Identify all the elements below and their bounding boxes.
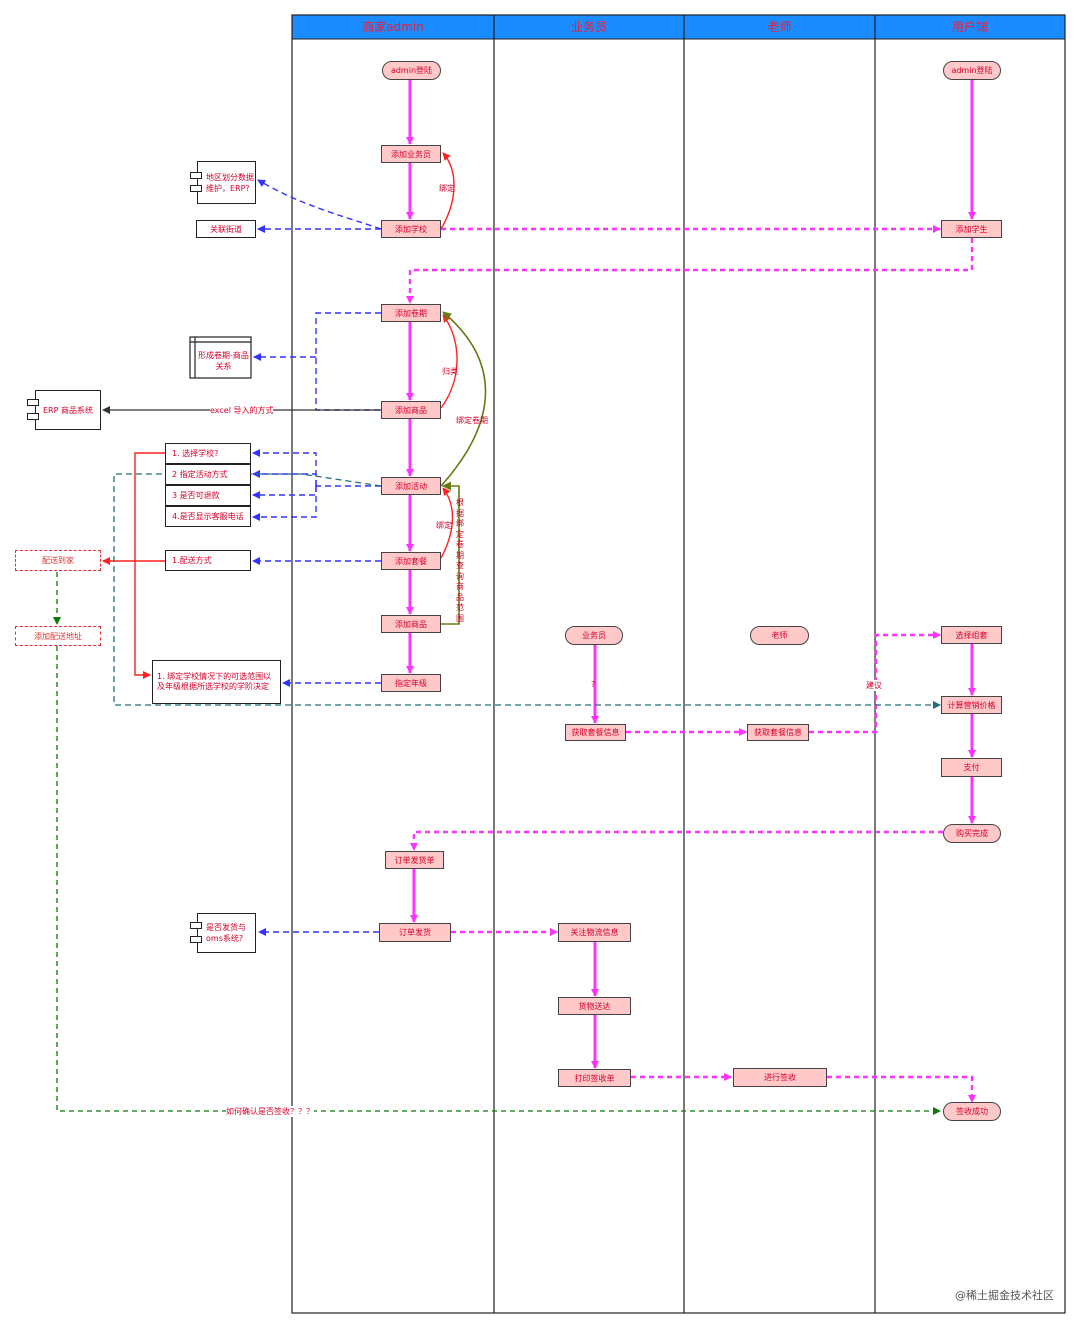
red-flows [102, 152, 458, 679]
user-login-node[interactable]: admin登陆 [943, 61, 1001, 80]
lane-title-salesman: 业务员 [570, 20, 607, 34]
choose-combo-node[interactable]: 选择组套 [941, 626, 1002, 644]
order-ship-node[interactable]: 订单发货 [379, 923, 451, 942]
deliver-home-box: 配送到家 [15, 550, 101, 571]
olive-flows [440, 311, 487, 625]
cross-flows [406, 225, 976, 1103]
component-tab [27, 413, 39, 420]
lane-title-teacher: 老师 [767, 20, 792, 34]
assign-grade-node[interactable]: 指定年级 [381, 674, 441, 692]
do-sign-node[interactable]: 进行签收 [733, 1068, 827, 1087]
calc-price-node[interactable]: 计算营销价格 [941, 696, 1002, 714]
track-logistics-node[interactable]: 关注物流信息 [558, 923, 631, 942]
table-shape [189, 336, 252, 379]
component-tab [27, 399, 39, 406]
label-confirm-sign: 如何确认是否签收？？？ [226, 1106, 314, 1117]
delivery-node[interactable]: 货物送达 [558, 997, 631, 1015]
option-refund: 3 是否可退款 [165, 485, 251, 506]
add-salesman-node[interactable]: 添加业务员 [381, 145, 441, 163]
add-school-node[interactable]: 添加学校 [381, 220, 441, 238]
option-select-school: 1. 选择学校? [165, 443, 251, 464]
add-address-box: 添加配送地址 [15, 626, 101, 646]
sign-success-node[interactable]: 签收成功 [943, 1102, 1001, 1121]
component-tab [190, 936, 202, 943]
erp-system-component: ERP 商品系统 [35, 390, 101, 430]
admin-login-node[interactable]: admin登陆 [382, 61, 441, 80]
watermark: @稀土掘金技术社区 [955, 1289, 1054, 1302]
label-excel-import: excel 导入的方式 [210, 405, 274, 416]
add-volume-node[interactable]: 添加卷期 [381, 304, 441, 322]
pay-node[interactable]: 支付 [941, 758, 1002, 777]
component-tab [190, 185, 202, 192]
add-product-node[interactable]: 添加商品 [381, 401, 441, 419]
teacher-get-package-node[interactable]: 获取套餐信息 [747, 724, 809, 741]
main-flows [406, 80, 976, 1069]
teacher-node[interactable]: 老师 [750, 626, 809, 645]
salesman-node[interactable]: 业务员 [565, 626, 623, 645]
label-scope-query: 根据绑定卷期查询商品范围 [456, 498, 464, 623]
add-activity-node[interactable]: 添加活动 [381, 477, 441, 495]
label-bind-2: 绑定 [436, 521, 452, 530]
region-data-component: 地区划分数据维护，ERP? [197, 161, 256, 204]
lane-title-user: 用户端 [951, 20, 988, 34]
oms-system-component: 是否发货与oms系统? [197, 913, 256, 953]
order-ship-list-node[interactable]: 订单发货单 [385, 851, 444, 869]
add-product-2-node[interactable]: 添加商品 [381, 615, 441, 633]
print-receipt-node[interactable]: 打印签收单 [558, 1069, 631, 1087]
label-question: ? [591, 680, 596, 689]
volume-product-rel-table: 形成卷期-商品关系 [198, 351, 249, 371]
green-flows [53, 572, 941, 1115]
component-tab [190, 172, 202, 179]
add-student-node[interactable]: 添加学生 [941, 220, 1002, 238]
label-suggest: 建议 [866, 680, 882, 691]
blue-flows [252, 179, 382, 936]
option-service-phone: 4.是否显示客服电话 [165, 506, 251, 527]
label-bind: 绑定 [439, 184, 455, 193]
swimlanes [291, 14, 1066, 1314]
purchase-done-node[interactable]: 购买完成 [943, 824, 1001, 843]
label-bind-volume: 绑定卷期 [456, 416, 488, 425]
link-street-box: 关联街道 [196, 220, 256, 238]
label-classify: 归类 [442, 367, 458, 376]
component-tab [190, 922, 202, 929]
lane-title-merchant: 商家admin [362, 20, 424, 34]
teal-flow [113, 473, 941, 709]
option-activity-mode: 2 指定活动方式 [165, 464, 251, 485]
get-package-info-node[interactable]: 获取套餐信息 [565, 724, 626, 741]
add-package-node[interactable]: 添加套餐 [381, 552, 441, 570]
delivery-mode-box: 1.配送方式 [165, 550, 251, 571]
bind-scope-note: 1. 绑定学校情况下的可选范围以及年级根据所选学校的学阶决定 [152, 660, 281, 704]
